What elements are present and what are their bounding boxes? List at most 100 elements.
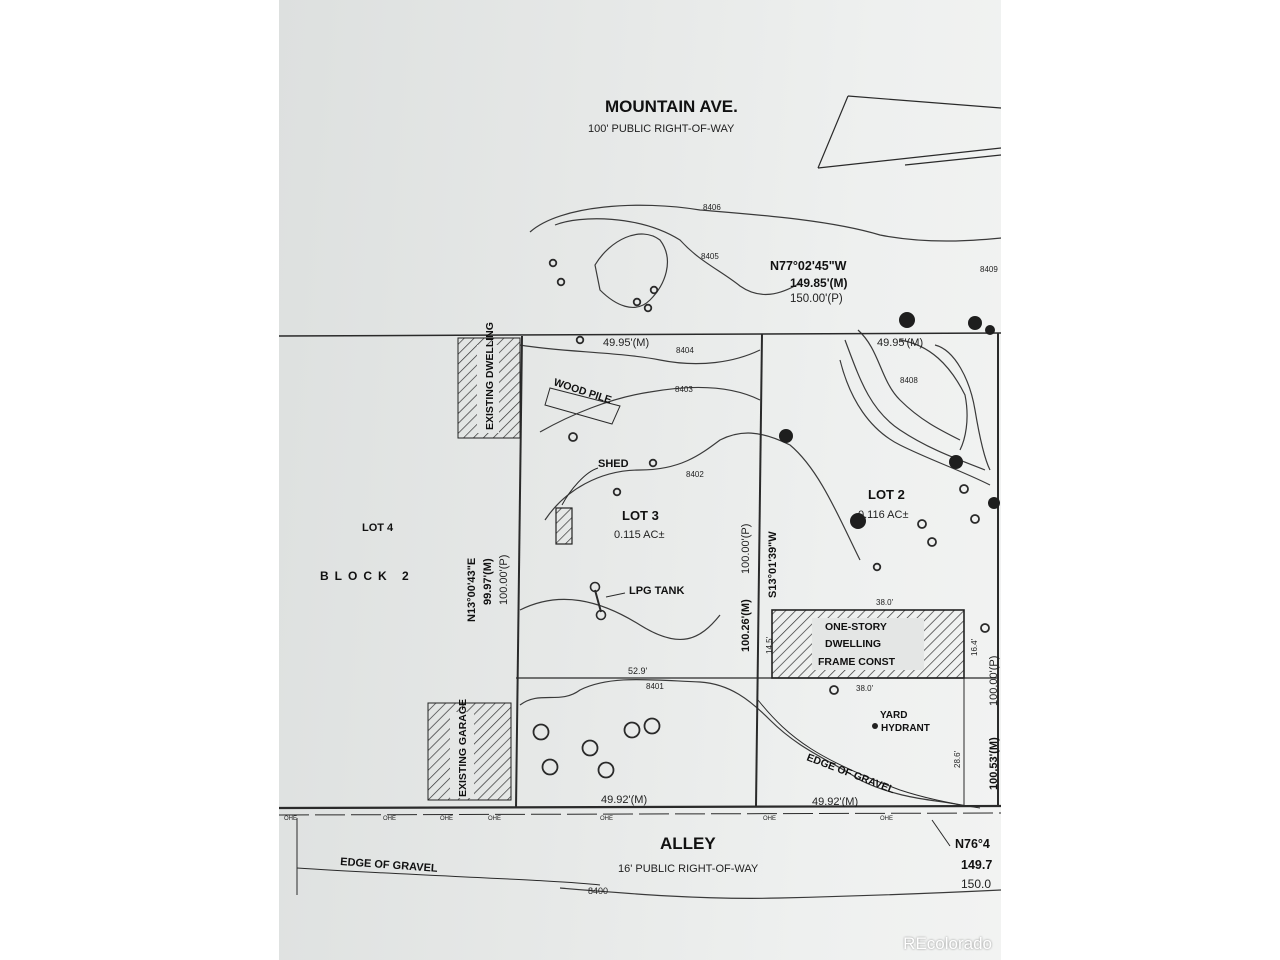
contour-8403 [539, 386, 761, 433]
west-line-measured: 99.97'(M) [482, 558, 494, 605]
setback-dimension: 52.9' [628, 666, 648, 676]
shed-footprint [555, 507, 573, 545]
street-right-of-way: 100' PUBLIC RIGHT-OF-WAY [588, 123, 735, 135]
bottom-line-plat: 150.0 [961, 877, 991, 891]
tree-icon [980, 623, 990, 633]
tree-icon [959, 484, 969, 494]
bottom-line-measured: 149.7 [961, 858, 992, 872]
contour-line [844, 339, 986, 471]
tree-icon [632, 297, 642, 307]
wood-pile-label: WOOD PILE [552, 376, 613, 406]
edge-of-gravel-label-lot2: EDGE OF GRAVEL [805, 752, 897, 797]
contour-label-8404: 8404 [676, 346, 694, 355]
tree-icon [917, 519, 927, 529]
tree-icon [643, 303, 653, 313]
mid-line-plat: 100.00'(P) [740, 524, 752, 574]
conifer-markers [779, 312, 1000, 529]
wood-pile-outline [544, 387, 621, 425]
house-label-line3: FRAME CONST [818, 656, 896, 668]
ohe-tag: OHE [383, 816, 396, 822]
contour-label-8405: 8405 [701, 252, 719, 261]
conifer-icon [988, 497, 1000, 509]
top-line-plat: 150.00'(P) [790, 293, 843, 305]
lot3-north-frontage: 49.95'(M) [603, 337, 649, 349]
lpg-tank-label: LPG TANK [629, 585, 684, 597]
alley-right-of-way: 16' PUBLIC RIGHT-OF-WAY [618, 863, 759, 875]
contour-8402 [544, 432, 861, 561]
east-line-measured: 100.53'(M) [988, 737, 1000, 790]
contour-label-8402: 8402 [686, 470, 704, 479]
top-line-bearing: N77°02'45"W [770, 259, 847, 273]
lot3-south-frontage: 49.92'(M) [601, 794, 647, 806]
lpg-tank-body [594, 589, 602, 613]
conifer-icon [985, 325, 995, 335]
existing-dwelling-label: EXISTING DWELLING [484, 322, 496, 430]
contour-label-8408: 8408 [900, 376, 918, 385]
house-dimension-left: 14.5' [765, 636, 774, 654]
contour-label-8403: 8403 [675, 385, 693, 394]
tree-icon [612, 487, 622, 497]
tree-icon [597, 761, 615, 779]
tree-icon [649, 285, 659, 295]
road-edge [817, 95, 1001, 169]
survey-plat-photo: MOUNTAIN AVE. 100' PUBLIC RIGHT-OF-WAY 8… [279, 0, 1001, 960]
lot2-name: LOT 2 [868, 487, 905, 502]
house-dimension-top: 38.0' [876, 598, 894, 607]
contour-label-8400: 8400 [588, 886, 608, 896]
tree-icon [532, 723, 550, 741]
conifer-icon [899, 312, 915, 328]
tree-icon [643, 717, 661, 735]
alley-gravel-edge [296, 867, 601, 886]
mid-line-bearing: S13°01'39"W [767, 531, 779, 598]
conifer-icon [850, 513, 866, 529]
overhead-electric-line [279, 812, 1001, 816]
lpg-leader [605, 592, 626, 598]
hydrant-icon [872, 723, 878, 729]
house-offset-dimension: 28.6' [953, 750, 962, 768]
existing-garage-label: EXISTING GARAGE [457, 699, 469, 797]
lot2-north-frontage: 49.95'(M) [877, 337, 923, 349]
tree-icon [829, 685, 839, 695]
tree-icon [556, 277, 566, 287]
tree-icon [623, 721, 641, 739]
lot4-name: LOT 4 [362, 522, 394, 534]
lot3-area: 0.115 AC± [614, 529, 664, 541]
label-backing [812, 618, 924, 670]
tree-icon [568, 432, 578, 442]
top-line-measured: 149.85'(M) [790, 276, 848, 290]
contour-8404 [519, 344, 761, 365]
tree-icon [541, 758, 559, 776]
watermark: REcolorado [903, 934, 992, 953]
tree-icon [970, 514, 980, 524]
house-label-line2: DWELLING [825, 638, 881, 650]
north-property-line [279, 332, 1001, 337]
shed-label: SHED [598, 458, 629, 470]
house-dimension-right: 16.4' [970, 638, 979, 656]
contour-line [857, 329, 961, 441]
contour-8406 [529, 204, 1001, 242]
contour-label-8409: 8409 [980, 265, 998, 274]
lot3-name: LOT 3 [622, 508, 659, 523]
hydrant-label: HYDRANT [881, 723, 930, 734]
ohe-tag: OHE [284, 816, 297, 822]
yard-label: YARD [880, 710, 907, 721]
tree-icon [872, 562, 882, 572]
tree-markers [532, 258, 990, 779]
house-dimension-bottom: 38.0' [856, 684, 874, 693]
contour-line [519, 598, 721, 640]
lot-divider-line [755, 333, 763, 807]
ohe-tag: OHE [600, 816, 613, 822]
south-property-line [279, 804, 1001, 810]
contour-line [899, 339, 968, 451]
lot3-west-line [515, 335, 523, 809]
shed-leader [561, 467, 599, 506]
tree-icon [575, 335, 585, 345]
west-line-bearing: N13°00'43"E [466, 558, 478, 622]
label-backing [477, 345, 499, 433]
bearing-leader [931, 819, 951, 847]
lot2-south-frontage: 49.92'(M) [812, 796, 858, 808]
contour-8401 [519, 679, 961, 806]
ohe-tag: OHE [880, 816, 893, 822]
contour-line [839, 359, 991, 486]
west-line-plat: 100.00'(P) [498, 555, 510, 605]
